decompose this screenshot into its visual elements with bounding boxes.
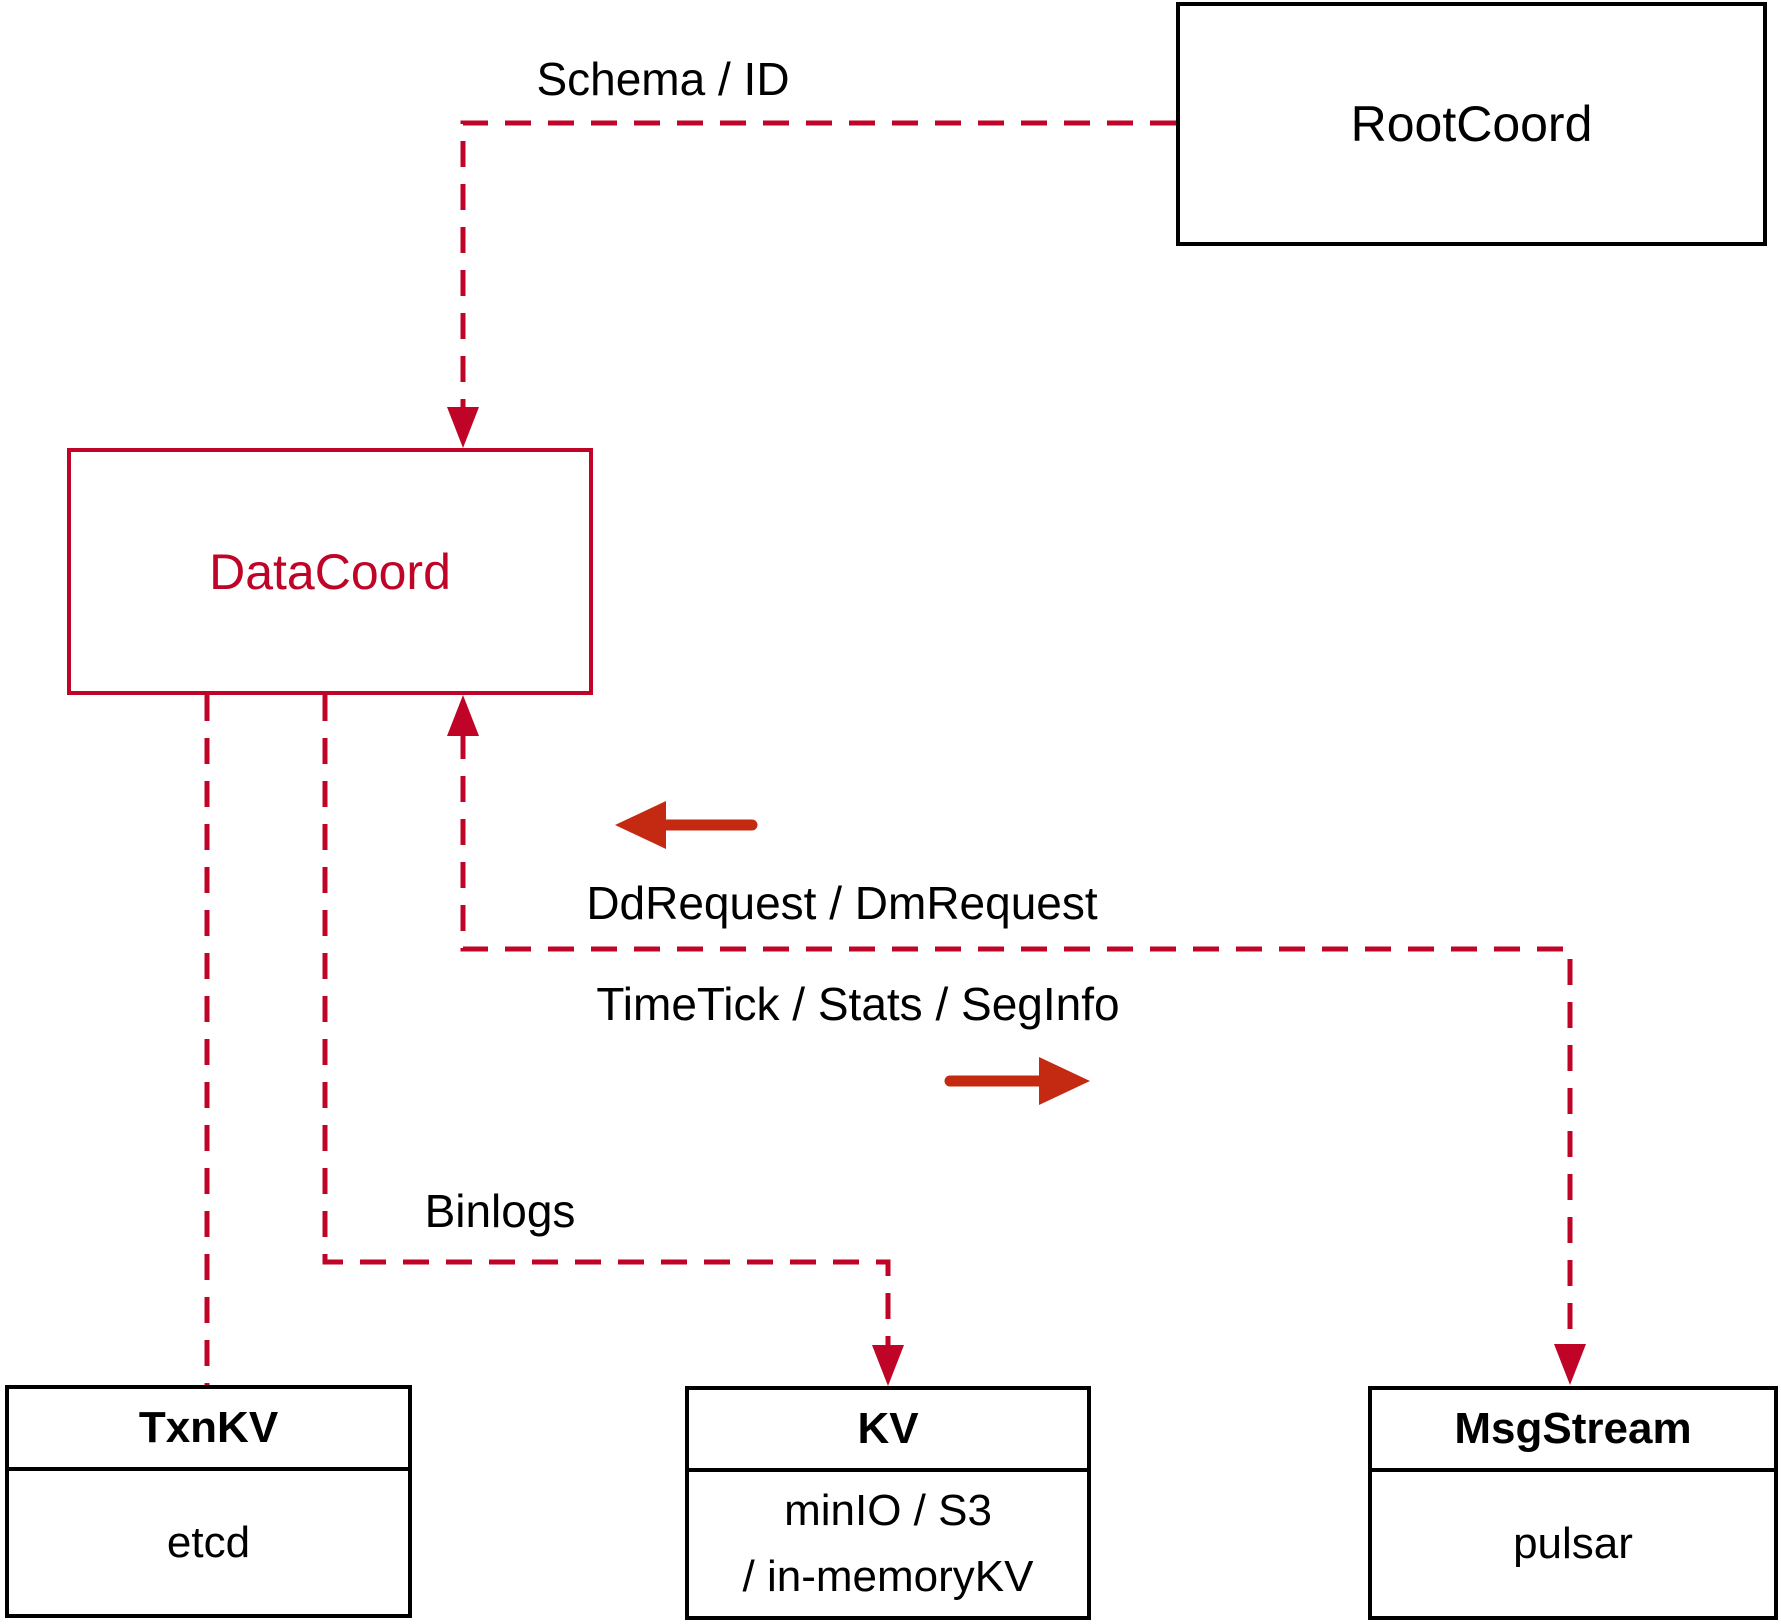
node-kv-body-line1: minIO / S3 — [784, 1486, 992, 1535]
edge-label-binlogs: Binlogs — [424, 1185, 576, 1237]
binlogs-arrowhead-down-icon — [872, 1345, 904, 1386]
node-txnkv: TxnKV etcd — [5, 1385, 412, 1618]
node-kv: KV minIO / S3 / in-memoryKV — [685, 1386, 1091, 1620]
node-kv-title: KV — [689, 1390, 1087, 1472]
node-txnkv-title: TxnKV — [9, 1389, 408, 1471]
ddrequest-direction-arrow-left-icon — [615, 801, 666, 849]
node-msgstream: MsgStream pulsar — [1368, 1386, 1778, 1620]
node-datacoord-label: DataCoord — [209, 543, 451, 600]
msgstream-connector — [460, 733, 1573, 1347]
node-datacoord: DataCoord — [67, 448, 593, 695]
binlogs-connector — [322, 695, 891, 1348]
node-txnkv-body: etcd — [166, 1517, 251, 1567]
node-kv-body-line2: / in-memoryKV — [742, 1552, 1034, 1601]
msgstream-arrowhead-down-icon — [1554, 1344, 1586, 1385]
node-rootcoord: RootCoord — [1176, 2, 1767, 246]
edge-label-schema-id: Schema / ID — [536, 53, 790, 105]
node-msgstream-body: pulsar — [1513, 1519, 1633, 1568]
schema-id-connector — [460, 120, 1176, 410]
schema-id-arrowhead-down-icon — [447, 407, 479, 448]
edge-label-timetick: TimeTick / Stats / SegInfo — [596, 978, 1120, 1030]
msgstream-arrowhead-up-icon — [447, 695, 479, 736]
node-msgstream-title: MsgStream — [1372, 1390, 1774, 1472]
timetick-direction-arrow-right-icon — [1039, 1057, 1090, 1105]
node-rootcoord-label: RootCoord — [1350, 96, 1593, 152]
edge-label-ddrequest: DdRequest / DmRequest — [586, 877, 1098, 929]
